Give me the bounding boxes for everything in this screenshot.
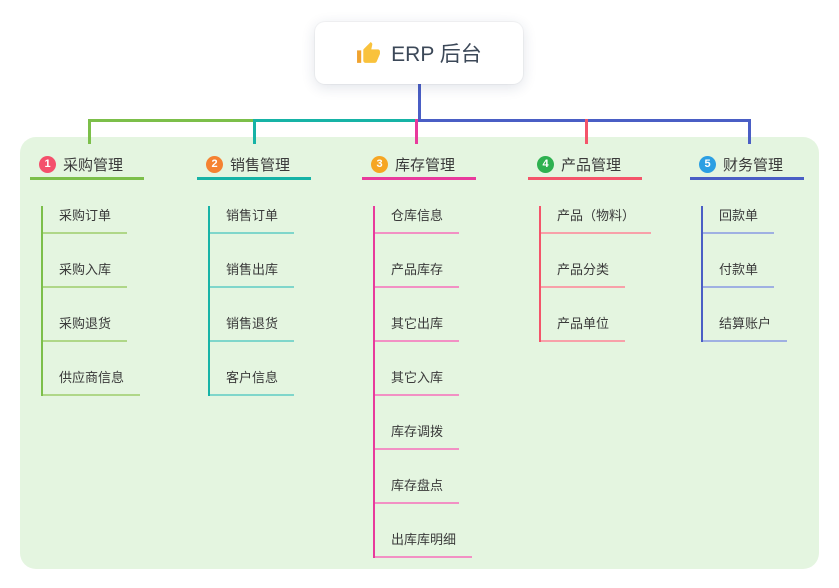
- branch-column: 1 采购管理 采购订单采购入库采购退货供应商信息: [30, 151, 144, 396]
- root-node-label: ERP 后台: [391, 43, 482, 66]
- mindmap-child-node[interactable]: 仓库信息: [375, 206, 460, 234]
- branch-number-badge-icon: 2: [206, 155, 223, 173]
- connector-bus-segment: [418, 119, 751, 122]
- mindmap-child-node[interactable]: 结算账户: [703, 314, 788, 342]
- connector-branch-drop: [748, 119, 751, 144]
- branch-number-badge-icon: 4: [537, 155, 554, 173]
- connector-branch-drop: [88, 119, 91, 144]
- mindmap-child-node[interactable]: 付款单: [703, 260, 775, 288]
- mindmap-child-node[interactable]: 客户信息: [210, 368, 295, 396]
- branch-children: 销售订单销售出库销售退货客户信息: [208, 206, 295, 396]
- branch-column: 5 财务管理 回款单付款单结算账户: [690, 151, 804, 342]
- connector-root-drop: [418, 84, 421, 122]
- root-node[interactable]: ERP 后台: [315, 22, 523, 84]
- connector-bus-segment: [253, 119, 417, 122]
- branch-column: 3 库存管理 仓库信息产品库存其它出库其它入库库存调拨库存盘点出库库明细: [362, 151, 476, 558]
- branch-column: 4 产品管理 产品（物料） 产品分类产品单位: [528, 151, 652, 342]
- mindmap-child-node[interactable]: 产品分类: [541, 260, 626, 288]
- branch-header-node[interactable]: 3 库存管理: [362, 151, 476, 180]
- mindmap-child-node[interactable]: 销售订单: [210, 206, 295, 234]
- branch-header-node[interactable]: 5 财务管理: [690, 151, 804, 180]
- branch-label: 库存管理: [395, 156, 456, 174]
- branch-children: 回款单付款单结算账户: [701, 206, 788, 342]
- branch-label: 财务管理: [723, 156, 784, 174]
- branch-header-node[interactable]: 4 产品管理: [528, 151, 642, 180]
- connector-branch-drop: [585, 119, 588, 144]
- mindmap-child-node[interactable]: 库存调拨: [375, 422, 460, 450]
- branch-children: 产品（物料） 产品分类产品单位: [539, 206, 652, 342]
- mindmap-child-node[interactable]: 采购退货: [43, 314, 128, 342]
- connector-branch-drop: [415, 119, 418, 144]
- mindmap-child-node[interactable]: 销售出库: [210, 260, 295, 288]
- mindmap-child-node[interactable]: 回款单: [703, 206, 775, 234]
- mindmap-child-node[interactable]: 销售退货: [210, 314, 295, 342]
- branch-header-node[interactable]: 2 销售管理: [197, 151, 311, 180]
- mindmap-child-node[interactable]: 采购入库: [43, 260, 128, 288]
- branch-column: 2 销售管理 销售订单销售出库销售退货客户信息: [197, 151, 311, 396]
- branch-number-badge-icon: 5: [699, 155, 716, 173]
- branch-number-badge-icon: 3: [371, 155, 388, 173]
- branch-children: 采购订单采购入库采购退货供应商信息: [41, 206, 141, 396]
- branch-label: 采购管理: [63, 156, 124, 174]
- mindmap-child-node[interactable]: 库存盘点: [375, 476, 460, 504]
- branches-panel: [20, 137, 819, 569]
- connector-branch-drop: [253, 119, 256, 144]
- branch-header-node[interactable]: 1 采购管理: [30, 151, 144, 180]
- branch-label: 销售管理: [230, 156, 291, 174]
- mindmap-child-node[interactable]: 产品（物料）: [541, 206, 652, 234]
- mindmap-child-node[interactable]: 采购订单: [43, 206, 128, 234]
- mindmap-child-node[interactable]: 其它入库: [375, 368, 460, 396]
- thumbs-up-icon: [357, 41, 381, 63]
- mindmap-child-node[interactable]: 供应商信息: [43, 368, 141, 396]
- mindmap-child-node[interactable]: 产品库存: [375, 260, 460, 288]
- branch-number-badge-icon: 1: [39, 155, 56, 173]
- mindmap-child-node[interactable]: 其它出库: [375, 314, 460, 342]
- branch-label: 产品管理: [561, 156, 622, 174]
- mindmap-child-node[interactable]: 产品单位: [541, 314, 626, 342]
- connector-bus-segment: [88, 119, 253, 122]
- mindmap-child-node[interactable]: 出库库明细: [375, 530, 473, 558]
- branch-children: 仓库信息产品库存其它出库其它入库库存调拨库存盘点出库库明细: [373, 206, 473, 558]
